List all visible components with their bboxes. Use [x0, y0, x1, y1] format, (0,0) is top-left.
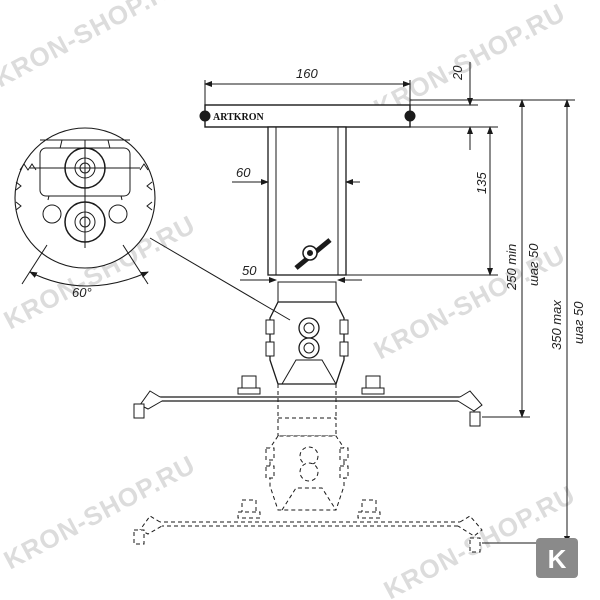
dimension-min-height [410, 99, 530, 418]
dim-label-135: 135 [474, 172, 489, 194]
arm-nut [237, 375, 385, 395]
tilt-clamp-upper [265, 281, 349, 385]
mount-column [267, 126, 347, 276]
detail-view-clamp [14, 127, 291, 321]
extended-position-ghost [133, 384, 483, 553]
ceiling-plate [199, 80, 416, 128]
dim-label-angle: 60° [72, 285, 92, 300]
dim-label-350-max: 350 max [549, 300, 564, 350]
brand-label: ARTKRON [213, 112, 265, 123]
dim-label-20: 20 [450, 65, 465, 81]
dimension-column-height [346, 126, 498, 276]
dim-label-step-max: шаг 50 [571, 301, 586, 344]
dim-label-50: 50 [242, 263, 257, 278]
dim-label-60: 60 [236, 165, 251, 180]
kron-logo-letter: K [548, 544, 567, 574]
projector-arms-upper [133, 375, 483, 427]
dim-label-160: 160 [296, 66, 318, 81]
dim-label-250-min: 250 min [504, 244, 519, 291]
dim-label-step-min: шаг 50 [526, 243, 541, 286]
watermark-text: KRON-SHOP.RU [0, 0, 190, 93]
wing-screw [294, 238, 332, 270]
watermark-text: KRON-SHOP.RU [0, 449, 200, 575]
kron-logo [536, 538, 578, 578]
